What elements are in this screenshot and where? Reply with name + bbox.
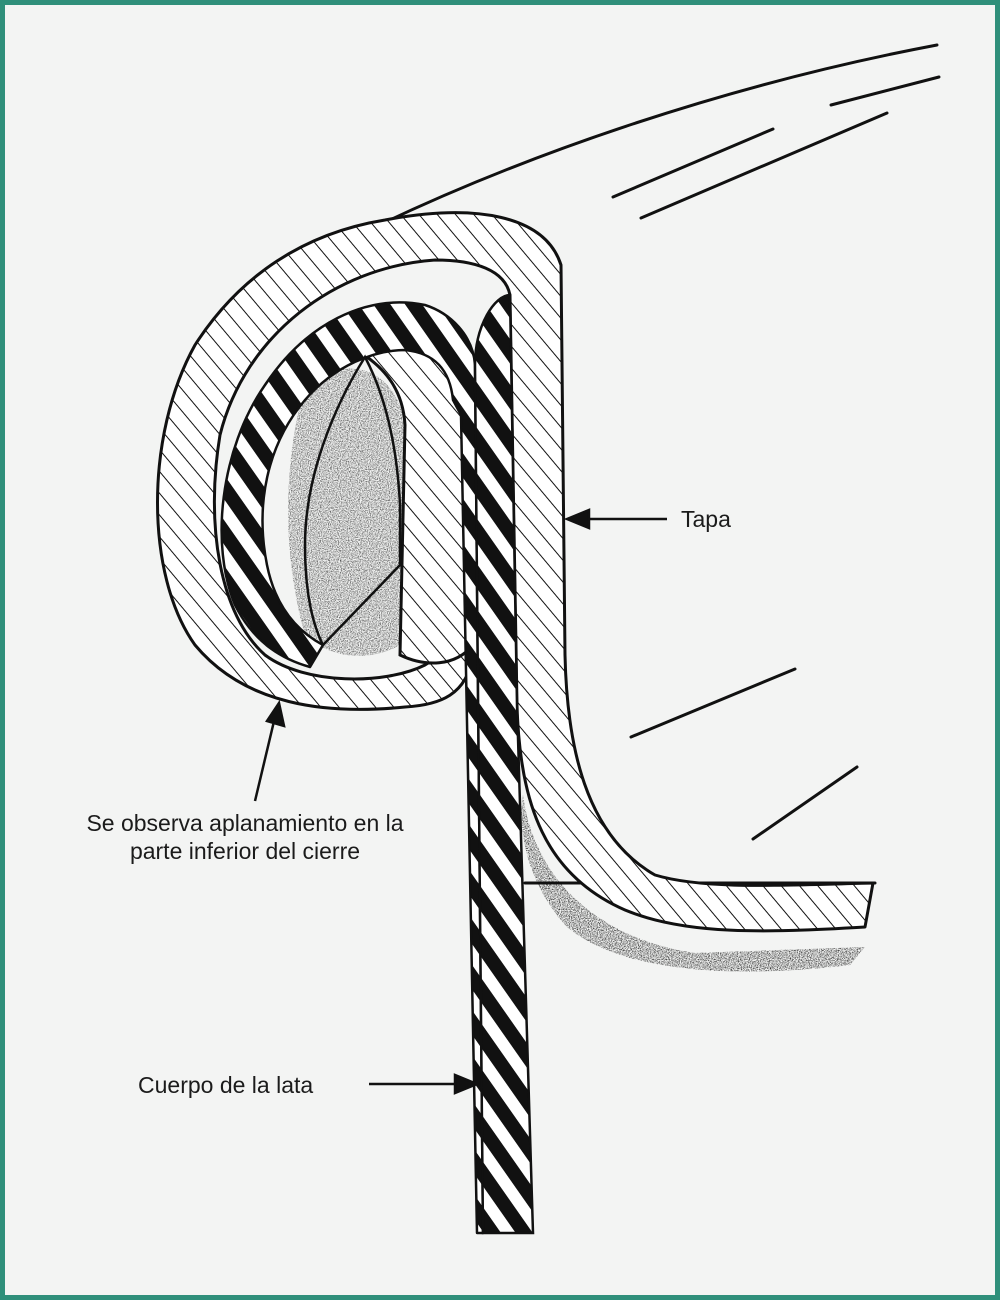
label-aplanamiento: Se observa aplanamiento en la parte infe… [53, 809, 437, 865]
can-body-wall [473, 293, 535, 1235]
label-cuerpo: Cuerpo de la lata [138, 1072, 314, 1098]
can-seam-diagram [156, 43, 941, 1235]
label-aplanamiento-line1: Se observa aplanamiento en la [86, 810, 404, 836]
label-aplanamiento-line2: parte inferior del cierre [129, 838, 361, 864]
seam-cavity [303, 354, 402, 648]
label-tapa: Tapa [681, 506, 731, 532]
leader-arrows [253, 508, 667, 1095]
sealant-shading [288, 368, 865, 972]
can-body-section [220, 301, 485, 1235]
